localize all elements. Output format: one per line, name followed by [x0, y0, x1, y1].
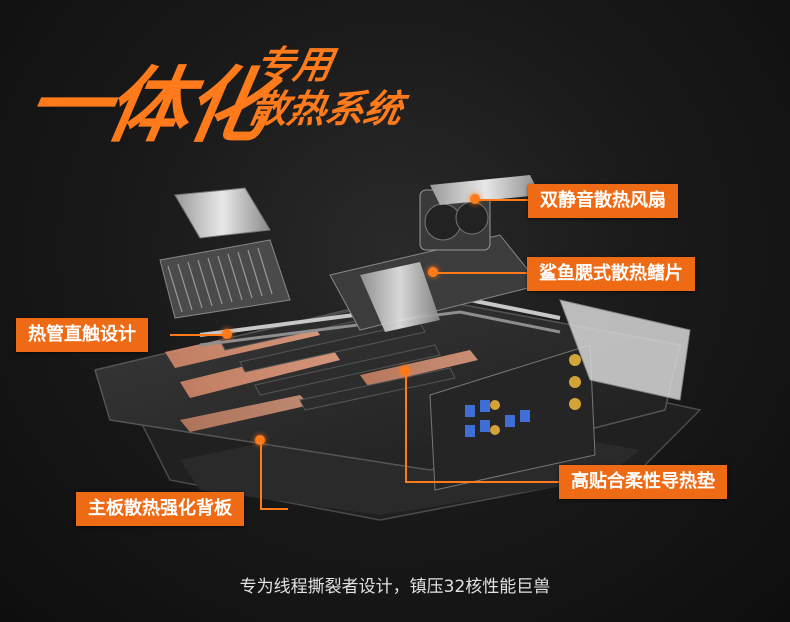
headline-line1: 专用 — [252, 43, 336, 87]
callout-fan: 双静音散热风扇 — [528, 184, 678, 218]
callout-line-fan — [478, 199, 528, 201]
callout-dot-fins — [428, 267, 438, 277]
callout-dot-backplate — [255, 435, 265, 445]
callout-dot-fan — [470, 194, 480, 204]
callout-heatpipe: 热管直触设计 — [16, 318, 148, 352]
callout-backplate: 主板散热强化背板 — [76, 492, 244, 526]
callout-dot-thermalpad — [400, 366, 410, 376]
callout-fins: 鲨鱼腮式散热鳍片 — [527, 257, 695, 291]
callout-dot-heatpipe — [222, 329, 232, 339]
callout-line-backplate-h — [260, 508, 288, 510]
callout-thermalpad: 高贴合柔性导热垫 — [559, 465, 727, 499]
fan-assembly — [419, 175, 540, 251]
callout-line-backplate-v — [260, 440, 262, 508]
callout-line-heatpipe — [170, 334, 228, 336]
headline-main: 一体化 — [19, 59, 274, 154]
callout-line-thermalpad-h — [405, 481, 559, 483]
headline-line2: 散热系统 — [246, 87, 406, 131]
headline: 一体化 专用 散热系统 — [18, 30, 438, 160]
callout-line-thermalpad-v — [405, 372, 407, 482]
footer-tagline: 专为线程撕裂者设计，镇压32核性能巨兽 — [239, 577, 551, 597]
callout-line-fins — [435, 272, 527, 274]
